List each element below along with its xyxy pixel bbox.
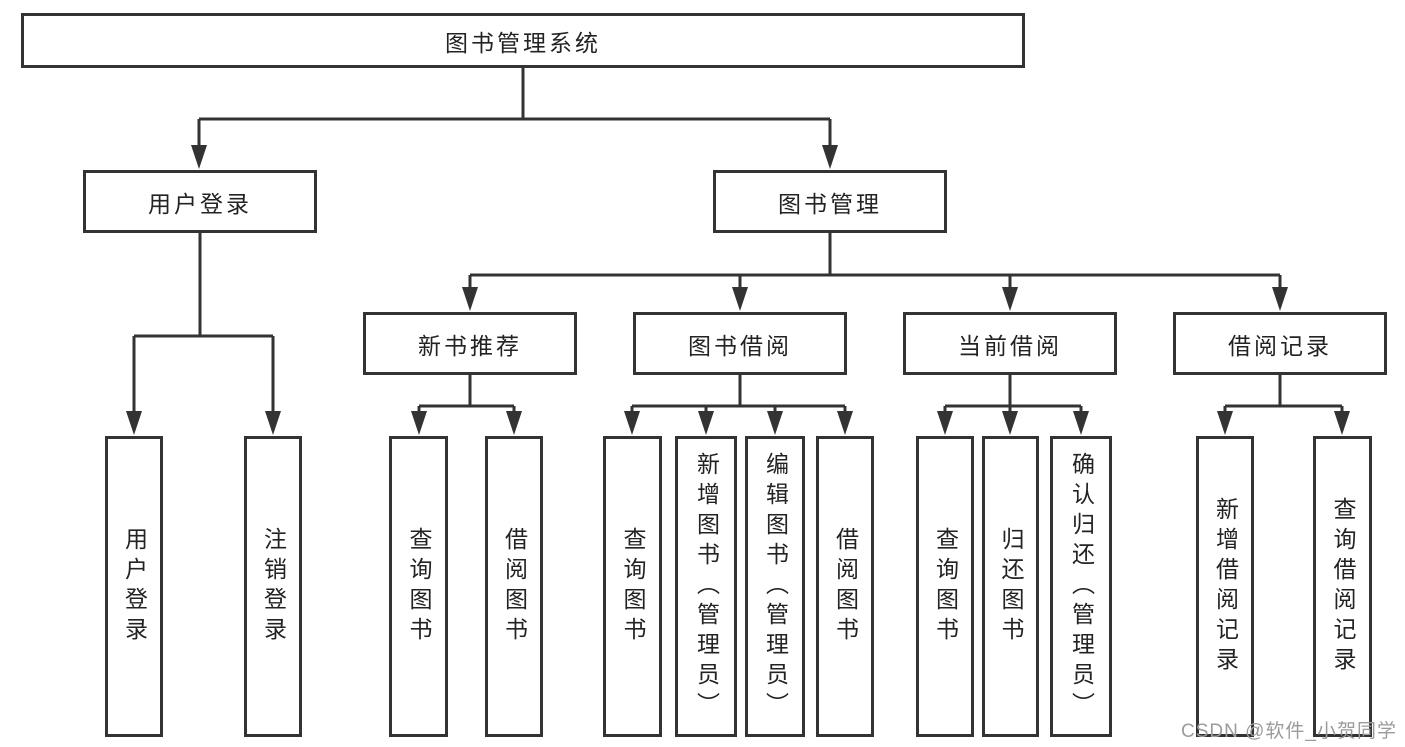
- node-label: 查询图书: [620, 526, 646, 647]
- node-label: 用户登录: [121, 526, 148, 647]
- node-label: 用户登录: [148, 190, 252, 217]
- node-label: 图书借阅: [688, 332, 792, 359]
- diagram-node-cb-return: 归还图书: [982, 436, 1039, 737]
- node-label: 新书推荐: [418, 332, 522, 359]
- node-label: 新增借阅记录: [1212, 496, 1239, 677]
- edge-book-mgmt-bus: [470, 233, 1280, 277]
- node-label: 图书管理系统: [445, 29, 601, 56]
- edge-book-borrow-bus: [632, 375, 845, 408]
- node-label: 借阅记录: [1228, 332, 1332, 359]
- node-label: 当前借阅: [958, 332, 1062, 359]
- edge-root-bus: [199, 68, 830, 121]
- diagram-node-ul-login: 用户登录: [105, 436, 163, 737]
- node-label: 编辑图书（管理员）: [762, 451, 789, 722]
- diagram-node-nb-borrow: 借阅图书: [485, 436, 543, 737]
- diagram-node-new-book-rec: 新书推荐: [363, 312, 577, 375]
- edge-user-login-bus: [134, 233, 273, 338]
- diagram-node-bb-edit: 编辑图书（管理员）: [745, 436, 805, 737]
- watermark-text: CSDN @软件_小贺同学: [1181, 721, 1397, 742]
- node-label: 查询图书: [932, 526, 959, 647]
- diagram-node-book-borrow: 图书借阅: [633, 312, 847, 375]
- node-label: 新增图书（管理员）: [693, 451, 720, 722]
- node-label: 图书管理: [778, 190, 882, 217]
- diagram-node-bb-add: 新增图书（管理员）: [675, 436, 737, 737]
- edge-current-borrow-bus: [945, 375, 1081, 408]
- diagram-node-bb-query: 查询图书: [603, 436, 662, 737]
- node-label: 注销登录: [260, 526, 287, 647]
- node-label: 查询图书: [406, 526, 432, 647]
- node-label: 借阅图书: [832, 526, 859, 647]
- diagram-node-user-login: 用户登录: [83, 170, 317, 233]
- node-label: 归还图书: [998, 526, 1024, 647]
- diagram-node-borrow-records: 借阅记录: [1173, 312, 1387, 375]
- node-label: 查询借阅记录: [1330, 496, 1356, 677]
- diagram-node-book-mgmt: 图书管理: [713, 170, 947, 233]
- diagram-node-bb-borrow: 借阅图书: [816, 436, 874, 737]
- node-label: 借阅图书: [501, 526, 528, 647]
- diagram-node-br-add: 新增借阅记录: [1196, 436, 1254, 737]
- diagram-node-br-query: 查询借阅记录: [1313, 436, 1372, 737]
- diagram-node-current-borrow: 当前借阅: [903, 312, 1117, 375]
- diagram-node-cb-confirm: 确认归还（管理员）: [1050, 436, 1112, 737]
- diagram-node-cb-query: 查询图书: [916, 436, 974, 737]
- diagram-node-nb-query: 查询图书: [389, 436, 448, 737]
- diagram-node-root: 图书管理系统: [21, 13, 1025, 68]
- edge-new-book-rec-bus: [419, 375, 514, 408]
- diagram-node-ul-logout: 注销登录: [244, 436, 302, 737]
- edge-borrow-records-bus: [1225, 375, 1342, 408]
- node-label: 确认归还（管理员）: [1068, 451, 1095, 722]
